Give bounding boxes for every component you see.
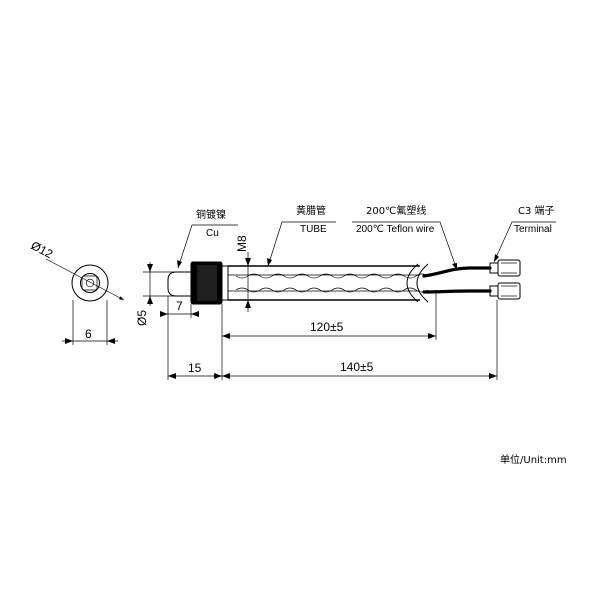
label-tube-cn: 黄腊管 — [296, 204, 326, 217]
end-view-hex — [81, 275, 98, 291]
side-view-dimensions: Ø5 M8 7 120±5 15 140±5 — [135, 235, 498, 380]
tube — [228, 263, 429, 303]
dim-len-7: 7 — [176, 299, 183, 313]
dim-len-120: 120±5 — [310, 320, 344, 334]
cu-leader — [177, 224, 238, 269]
label-cu-en: Cu — [206, 228, 219, 239]
label-terminal-cn: C3 端子 — [518, 204, 555, 217]
terminal-lower — [489, 282, 521, 300]
probe-tip — [167, 271, 192, 297]
tube-break — [406, 263, 419, 303]
dim-dia-5: Ø5 — [135, 310, 149, 326]
callouts: 铜镀镍 Cu 黄腊管 TUBE 200℃氟塑线 200℃ Teflon wire… — [177, 204, 556, 271]
dim-width-6: 6 — [85, 327, 92, 341]
label-terminal-en: Terminal — [514, 224, 552, 235]
label-wire-en: 200℃ Teflon wire — [356, 224, 435, 235]
probe-collar — [221, 265, 229, 301]
unit-note: 单位/Unit:mm — [500, 453, 567, 466]
dim-dia-12: Ø12 — [29, 238, 56, 261]
dia12-leader — [45, 258, 125, 301]
end-view: Ø12 6 — [29, 238, 125, 345]
len7-arrows — [160, 311, 199, 317]
label-wire-cn: 200℃氟塑线 — [366, 204, 426, 217]
end-view-inner-circle — [80, 273, 100, 293]
label-cu-cn: 铜镀镍 — [196, 208, 226, 221]
terminal-upper — [489, 259, 521, 277]
dim-len-15: 15 — [188, 361, 202, 375]
end-view-core — [85, 278, 95, 288]
teflon-wires — [422, 266, 492, 294]
wire-leader — [352, 221, 458, 271]
probe-side-view — [167, 259, 521, 305]
end-view-outer-circle — [71, 264, 109, 302]
terminal-leader — [493, 221, 556, 263]
dim-len-140: 140±5 — [340, 360, 374, 374]
tube-leader — [267, 221, 336, 267]
label-tube-en: TUBE — [300, 224, 327, 235]
dim-thread-m8: M8 — [235, 235, 249, 252]
dia5-arrows — [147, 264, 153, 304]
